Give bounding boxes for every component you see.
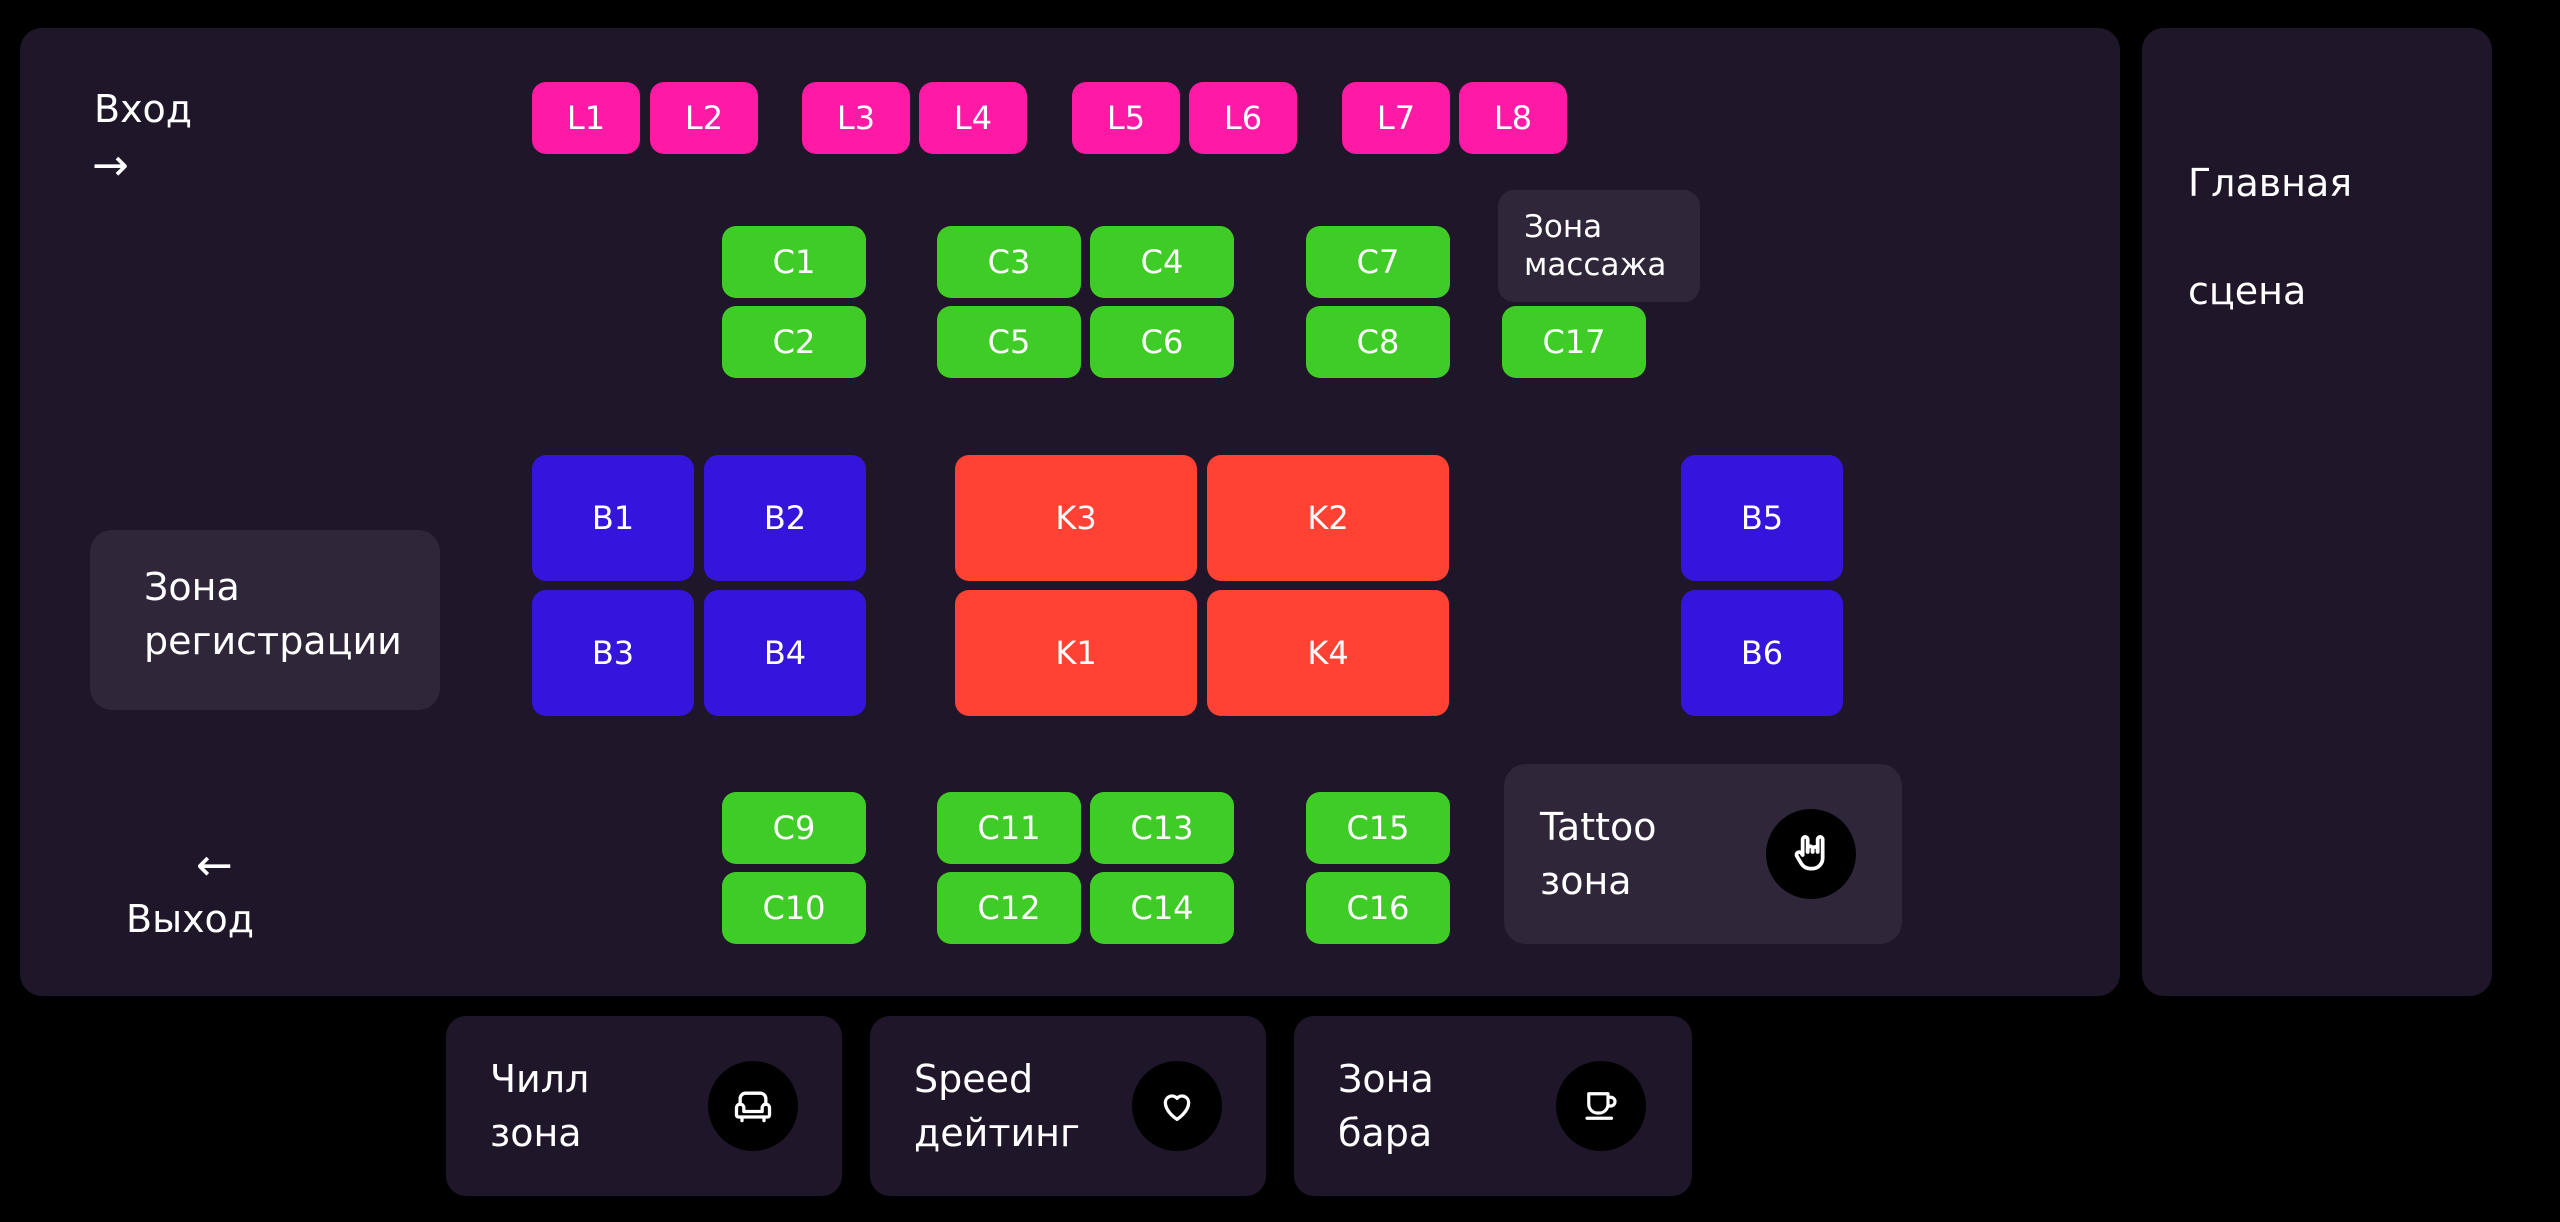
seat-C12[interactable]: C12 bbox=[937, 872, 1081, 944]
seat-B2[interactable]: B2 bbox=[704, 455, 866, 581]
seat-K2[interactable]: K2 bbox=[1207, 455, 1449, 581]
seat-L4[interactable]: L4 bbox=[919, 82, 1027, 154]
seat-C5[interactable]: C5 bbox=[937, 306, 1081, 378]
seat-C4[interactable]: C4 bbox=[1090, 226, 1234, 298]
chill-zone-label: Чилл зона bbox=[490, 1057, 590, 1155]
seat-C7[interactable]: C7 bbox=[1306, 226, 1450, 298]
seat-C9[interactable]: C9 bbox=[722, 792, 866, 864]
seat-C6[interactable]: C6 bbox=[1090, 306, 1234, 378]
seat-C10[interactable]: C10 bbox=[722, 872, 866, 944]
bar-zone-label: Зона бара bbox=[1338, 1057, 1434, 1155]
seat-C15[interactable]: C15 bbox=[1306, 792, 1450, 864]
seat-K4[interactable]: K4 bbox=[1207, 590, 1449, 716]
rock-hand-icon bbox=[1766, 809, 1856, 899]
tattoo-label: Tattoo зона bbox=[1540, 805, 1657, 903]
heart-icon bbox=[1132, 1061, 1222, 1151]
registration-zone[interactable]: Зона регистрации bbox=[90, 530, 440, 710]
seat-L8[interactable]: L8 bbox=[1459, 82, 1567, 154]
seat-B4[interactable]: B4 bbox=[704, 590, 866, 716]
seat-B6[interactable]: B6 bbox=[1681, 590, 1843, 716]
seat-C2[interactable]: C2 bbox=[722, 306, 866, 378]
seat-L7[interactable]: L7 bbox=[1342, 82, 1450, 154]
seat-C3[interactable]: C3 bbox=[937, 226, 1081, 298]
cup-icon bbox=[1556, 1061, 1646, 1151]
seat-B3[interactable]: B3 bbox=[532, 590, 694, 716]
seat-K1[interactable]: K1 bbox=[955, 590, 1197, 716]
main-stage-label: Главная сцена bbox=[2188, 161, 2353, 313]
seat-C1[interactable]: C1 bbox=[722, 226, 866, 298]
massage-label: Зона массажа bbox=[1524, 209, 1667, 283]
seat-L5[interactable]: L5 bbox=[1072, 82, 1180, 154]
sofa-icon bbox=[708, 1061, 798, 1151]
speed-dating-label: Speed дейтинг bbox=[914, 1057, 1080, 1155]
seat-C13[interactable]: C13 bbox=[1090, 792, 1234, 864]
seat-L3[interactable]: L3 bbox=[802, 82, 910, 154]
chill-zone-card[interactable]: Чилл зона bbox=[446, 1016, 842, 1196]
seat-C14[interactable]: C14 bbox=[1090, 872, 1234, 944]
seat-C17[interactable]: C17 bbox=[1502, 306, 1646, 378]
seat-C11[interactable]: C11 bbox=[937, 792, 1081, 864]
seat-K3[interactable]: K3 bbox=[955, 455, 1197, 581]
registration-label: Зона регистрации bbox=[144, 565, 402, 663]
main-stage-panel[interactable]: Главная сцена bbox=[2142, 28, 2492, 996]
tattoo-zone[interactable]: Tattoo зона bbox=[1504, 764, 1902, 944]
seat-C8[interactable]: C8 bbox=[1306, 306, 1450, 378]
exit-arrow-icon: ← bbox=[196, 840, 233, 891]
seat-L6[interactable]: L6 bbox=[1189, 82, 1297, 154]
seat-L2[interactable]: L2 bbox=[650, 82, 758, 154]
seat-B5[interactable]: B5 bbox=[1681, 455, 1843, 581]
entrance-label: Вход bbox=[94, 87, 193, 131]
entrance-arrow-icon: → bbox=[92, 140, 129, 191]
exit-label: Выход bbox=[126, 897, 255, 941]
seat-L1[interactable]: L1 bbox=[532, 82, 640, 154]
seat-C16[interactable]: C16 bbox=[1306, 872, 1450, 944]
massage-zone[interactable]: Зона массажа bbox=[1498, 190, 1700, 302]
speed-dating-card[interactable]: Speed дейтинг bbox=[870, 1016, 1266, 1196]
bar-zone-card[interactable]: Зона бара bbox=[1294, 1016, 1692, 1196]
seat-B1[interactable]: B1 bbox=[532, 455, 694, 581]
